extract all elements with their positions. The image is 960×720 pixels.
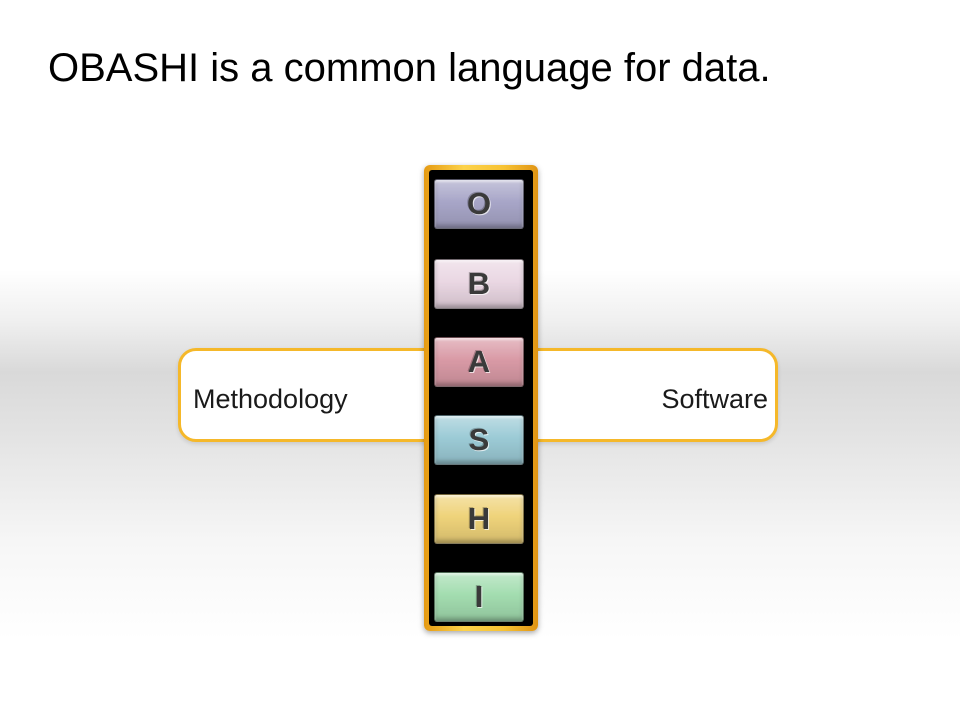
tile-application: A [434,337,524,387]
tile-ownership: O [434,179,524,229]
tile-system: S [434,415,524,465]
tile-letter-a: A [467,344,491,379]
tile-letter-i: I [474,579,484,614]
obashi-column [429,170,533,626]
tile-letter-s: S [468,422,490,457]
tile-infrastructure: I [434,572,524,622]
slide-title: OBASHI is a common language for data. [48,46,771,90]
software-label: Software [661,384,768,414]
tile-letter-h: H [467,501,491,536]
tile-letter-b: B [467,266,491,301]
methodology-label: Methodology [193,384,348,414]
tile-letter-o: O [466,186,492,221]
tile-hardware: H [434,494,524,544]
tile-business: B [434,259,524,309]
